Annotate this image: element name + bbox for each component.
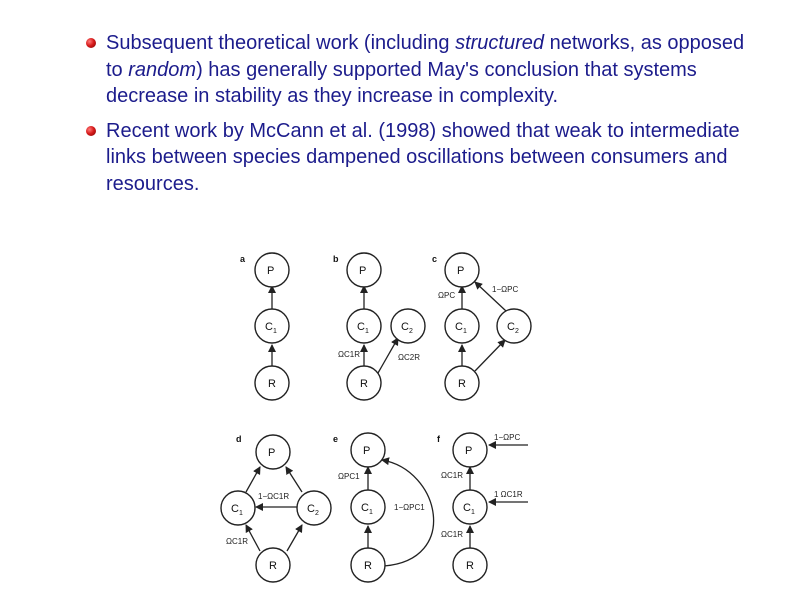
svg-text:C: C — [307, 503, 315, 515]
bullet-dot-icon — [86, 125, 96, 136]
node-a-r: R — [254, 365, 290, 401]
svg-text:R: R — [268, 378, 276, 390]
edge-label-d-one-minus-omega-c1r: 1−ΩC1R — [258, 492, 289, 501]
node-c-c1: C 1 — [444, 308, 480, 344]
svg-text:C: C — [265, 321, 273, 333]
svg-text:1: 1 — [369, 509, 373, 516]
edge-c-c2-p — [474, 281, 507, 312]
edge-label-d-omega-c1r: ΩC1R — [226, 537, 248, 546]
svg-text:C: C — [357, 321, 365, 333]
svg-text:P: P — [359, 265, 366, 277]
panel-letter-e: e — [333, 434, 338, 444]
bullet-item-2: Recent work by McCann et al. (1998) show… — [86, 118, 746, 198]
panel-letter-a: a — [240, 254, 246, 264]
node-b-c1: C 1 — [346, 308, 382, 344]
node-d-p: P — [255, 434, 291, 470]
edge-label-f-omega-c1r-bottom: ΩC1R — [441, 530, 463, 539]
svg-text:1: 1 — [471, 509, 475, 516]
panel-letter-b: b — [333, 254, 339, 264]
svg-text:C: C — [231, 503, 239, 515]
svg-text:C: C — [507, 321, 515, 333]
node-e-r: R — [350, 547, 386, 583]
edge-label-b-omega-c2r: ΩC2R — [398, 353, 420, 362]
node-f-c1: C 1 — [452, 489, 488, 525]
edge-d-r-c2 — [286, 524, 303, 552]
node-a-p: P — [254, 252, 290, 288]
svg-text:P: P — [465, 445, 472, 457]
node-c-p: P — [444, 252, 480, 288]
svg-text:1: 1 — [239, 510, 243, 517]
edge-d-c2-p — [285, 466, 303, 493]
node-b-c2: C 2 — [390, 308, 426, 344]
bullet-dot-icon — [86, 38, 96, 48]
svg-text:R: R — [269, 560, 277, 572]
svg-text:P: P — [363, 445, 370, 457]
edge-label-f-one-minus-omega-pc: 1−ΩPC — [494, 433, 520, 442]
node-b-p: P — [346, 252, 382, 288]
svg-text:C: C — [401, 321, 409, 333]
svg-text:2: 2 — [515, 328, 519, 335]
edge-e-r-p-curve — [381, 457, 435, 567]
panel-letter-f: f — [437, 434, 441, 444]
edge-d-r-c1 — [245, 524, 261, 552]
svg-text:R: R — [364, 560, 372, 572]
edge-b-r-c2 — [377, 337, 399, 374]
edge-label-c-one-minus-omega-pc: 1−ΩPC — [492, 285, 518, 294]
node-f-p: P — [452, 432, 488, 468]
node-c-r: R — [444, 365, 480, 401]
svg-text:2: 2 — [409, 328, 413, 335]
svg-text:C: C — [361, 502, 369, 514]
svg-text:1: 1 — [365, 328, 369, 335]
svg-text:P: P — [457, 265, 464, 277]
edge-label-b-omega-c1r: ΩC1R — [338, 350, 360, 359]
edge-label-e-one-minus-omega-pc1: 1−ΩPC1 — [394, 503, 425, 512]
svg-text:1: 1 — [463, 328, 467, 335]
svg-text:P: P — [268, 447, 275, 459]
node-a-c1: C 1 — [254, 308, 290, 344]
node-d-r: R — [255, 547, 291, 583]
edge-d-c1-p — [245, 466, 261, 493]
svg-text:P: P — [267, 265, 274, 277]
edge-label-c-omega-pc: ΩPC — [438, 291, 455, 300]
bullet-text-1: Subsequent theoretical work (including s… — [106, 32, 745, 107]
node-d-c1: C 1 — [220, 490, 256, 526]
node-f-r: R — [452, 547, 488, 583]
node-c-c2: C 2 — [496, 308, 532, 344]
bullet-list: Subsequent theoretical work (including s… — [86, 30, 746, 205]
bullet-text-2: Recent work by McCann et al. (1998) show… — [106, 119, 740, 195]
panel-letter-c: c — [432, 254, 437, 264]
edge-label-f-omega-c1r-top: ΩC1R — [441, 471, 463, 480]
edge-label-f-one-omega-c1r: 1 ΩC1R — [494, 490, 523, 499]
svg-text:2: 2 — [315, 510, 319, 517]
node-e-p: P — [350, 432, 386, 468]
svg-text:1: 1 — [273, 328, 277, 335]
node-d-c2: C 2 — [296, 490, 332, 526]
svg-text:R: R — [360, 378, 368, 390]
edge-c-r-c2 — [474, 339, 506, 372]
svg-text:C: C — [463, 502, 471, 514]
bullet-item-1: Subsequent theoretical work (including s… — [86, 30, 746, 110]
edge-label-e-omega-pc1: ΩPC1 — [338, 472, 360, 481]
svg-text:R: R — [466, 560, 474, 572]
svg-text:C: C — [455, 321, 463, 333]
node-b-r: R — [346, 365, 382, 401]
svg-text:R: R — [458, 378, 466, 390]
node-e-c1: C 1 — [350, 489, 386, 525]
panel-letter-d: d — [236, 434, 242, 444]
